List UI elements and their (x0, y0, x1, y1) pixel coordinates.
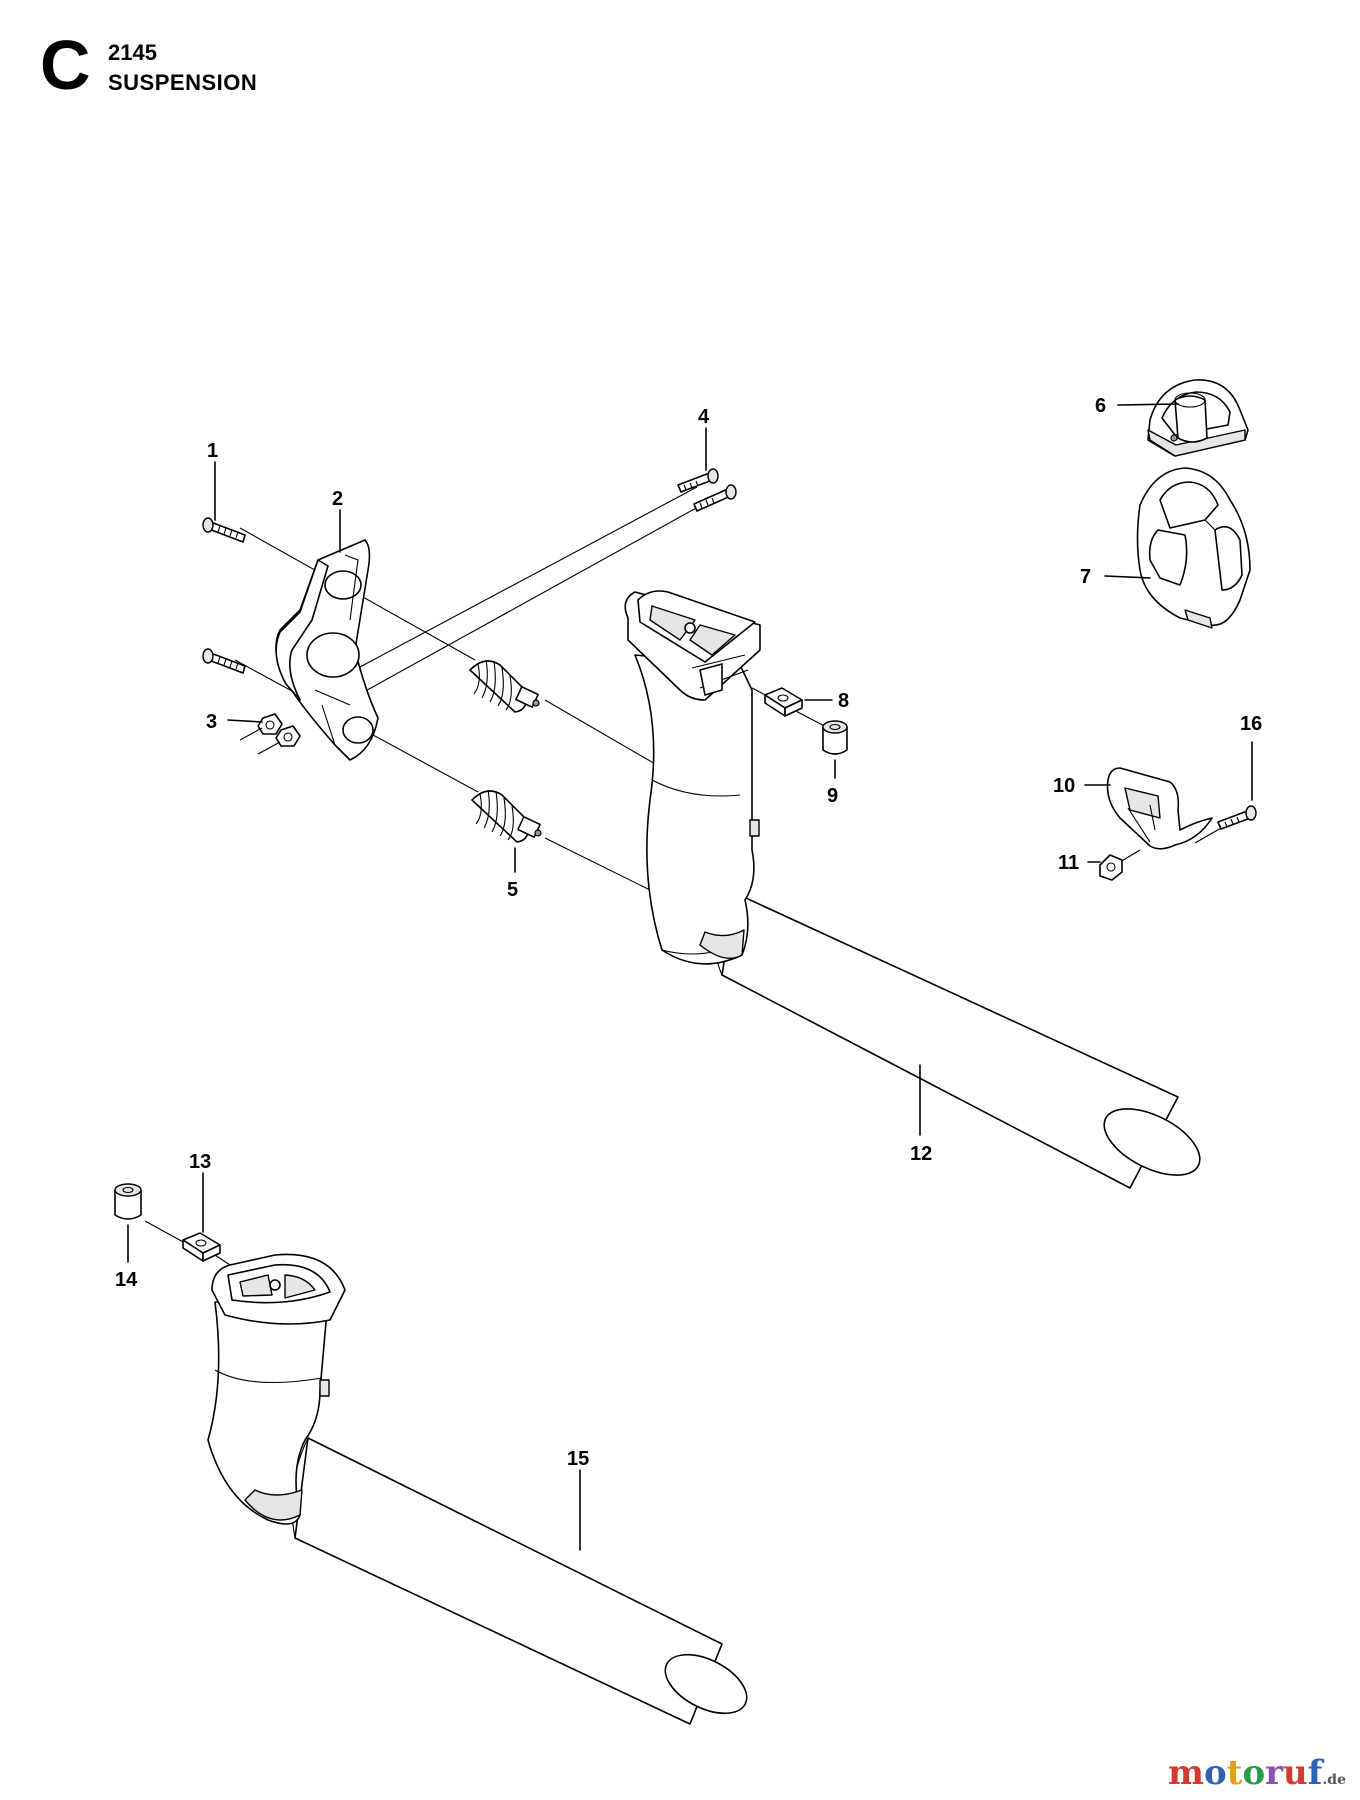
section-title: SUSPENSION (108, 70, 258, 95)
part-8-nut (764, 687, 803, 717)
part-label-8: 8 (838, 690, 849, 712)
part-label-15: 15 (567, 1448, 589, 1470)
section-letter: C (40, 26, 91, 104)
model-number: 2145 (108, 40, 157, 65)
watermark-letter: o (1242, 1753, 1266, 1793)
watermark-letter: o (1204, 1753, 1227, 1793)
part-1-screw-lower (202, 648, 246, 674)
part-label-16: 16 (1240, 713, 1262, 735)
leader-lines (127, 403, 1253, 1551)
part-label-13: 13 (189, 1151, 211, 1173)
watermark-letter: t (1226, 1753, 1243, 1793)
part-12-main-handle (624, 590, 1201, 1189)
part-label-6: 6 (1095, 395, 1106, 417)
part-2-bracket (275, 539, 379, 761)
watermark-letter: f (1307, 1753, 1323, 1793)
watermark-logo: motoruf.de (1168, 1756, 1346, 1790)
part-label-2: 2 (332, 488, 343, 510)
part-label-12: 12 (910, 1143, 932, 1165)
part-label-11: 11 (1058, 852, 1079, 874)
watermark-letter: m (1168, 1753, 1205, 1793)
part-5-springs (469, 659, 542, 843)
part-15-lower-handle (207, 1253, 748, 1725)
part-label-4: 4 (698, 406, 710, 428)
part-label-1: 1 (207, 440, 218, 462)
part-label-3: 3 (206, 711, 217, 733)
part-3-nuts (239, 713, 301, 755)
part-11-nut (1099, 854, 1123, 881)
part-label-7: 7 (1080, 566, 1091, 588)
part-6-hanger (1147, 379, 1249, 457)
part-1-screw (202, 517, 246, 543)
part-14-sleeve (114, 1183, 142, 1220)
watermark-letter: r (1265, 1753, 1284, 1793)
part-16-screw (1217, 805, 1257, 830)
part-10-clamp (1106, 767, 1213, 850)
watermark-suffix: .de (1322, 1772, 1346, 1788)
part-7-clip (1136, 467, 1251, 629)
part-labels: 1 2 3 4 5 6 7 8 9 10 11 12 13 14 15 16 (115, 395, 1262, 1470)
part-9-sleeve (822, 720, 848, 755)
part-4-screw (677, 468, 737, 512)
watermark-letter: u (1283, 1753, 1308, 1793)
part-label-14: 14 (115, 1269, 138, 1291)
part-label-10: 10 (1053, 775, 1075, 797)
part-label-9: 9 (827, 785, 838, 807)
part-13-nut (182, 1232, 221, 1262)
part-label-5: 5 (507, 879, 518, 901)
